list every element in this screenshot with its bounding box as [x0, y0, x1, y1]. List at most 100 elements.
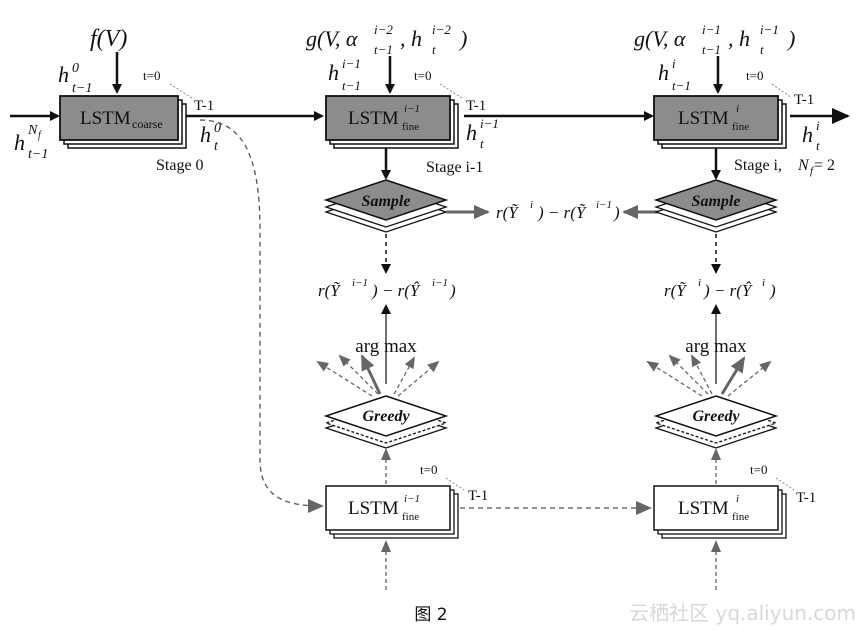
svg-text:i: i — [672, 56, 676, 71]
svg-text:) − r(Ŷ: ) − r(Ŷ — [371, 281, 421, 300]
stage-i-reward: r(Ỹ i ) − r(Ŷ i ) — [664, 277, 776, 300]
svg-text:h: h — [14, 130, 25, 155]
stage-i-lower-lstm-box — [653, 485, 779, 531]
stage0-input-label: f(V) — [90, 26, 127, 52]
stage-i1-argmax-label: arg max — [355, 336, 417, 357]
svg-text:f: f — [810, 165, 815, 177]
svg-text:Stage i,: Stage i, — [734, 157, 782, 174]
stage-i1-h-out: h i−1 t — [466, 116, 499, 151]
stage-i-fan-arrows — [646, 354, 772, 397]
svg-text:g(V, α: g(V, α — [306, 26, 358, 51]
svg-text:) − r(Ỹ: ) − r(Ỹ — [537, 203, 587, 222]
svg-text:0: 0 — [214, 121, 221, 136]
svg-text:): ) — [458, 26, 467, 51]
svg-text:h: h — [328, 60, 339, 85]
svg-text:t−1: t−1 — [28, 147, 48, 162]
svg-text:fine: fine — [402, 511, 419, 523]
svg-text:i: i — [762, 277, 765, 289]
stage-i1-fan-arrows — [316, 354, 440, 397]
stage-i-group: g(V, α i−1 t−1 , h i−1 t ) h i t−1 LSTM … — [634, 22, 835, 590]
svg-text:i−2: i−2 — [374, 22, 393, 37]
stage-i-t0-label: t=0 — [746, 68, 763, 83]
svg-text:LSTM: LSTM — [678, 108, 729, 129]
stage-i1-lower-lstm-box — [325, 485, 451, 531]
svg-text:i: i — [736, 103, 739, 115]
svg-text:t−1: t−1 — [342, 78, 361, 93]
stage-i1-reward: r(Ỹ i−1 ) − r(Ŷ i−1 ) — [318, 277, 456, 300]
svg-text:i−1: i−1 — [702, 22, 721, 37]
svg-text:, h: , h — [400, 26, 422, 51]
stage0-tT-label: T-1 — [194, 98, 214, 114]
svg-text:t−1: t−1 — [672, 78, 691, 93]
svg-text:i−1: i−1 — [404, 103, 420, 115]
svg-text:i−2: i−2 — [432, 22, 451, 37]
svg-text:t−1: t−1 — [702, 42, 721, 57]
stage-i1-group: g(V, α i−2 t−1 , h i−2 t ) h i−1 t−1 LST… — [306, 22, 499, 590]
stage-i-tT-label: T-1 — [794, 92, 814, 108]
svg-text:h: h — [466, 120, 477, 145]
stage0-h-out: h 0 t — [200, 121, 221, 154]
svg-text:N: N — [27, 123, 38, 138]
stage-i-lstm-label: LSTM i fine — [678, 103, 749, 133]
stage0-t0-label: t=0 — [143, 68, 160, 83]
dashed-stage0-to-lower — [199, 119, 324, 513]
stage-i1-t0-label: t=0 — [414, 68, 431, 83]
svg-text:) − r(Ŷ: ) − r(Ŷ — [703, 281, 753, 300]
stage-i1-t0-leader — [439, 83, 463, 99]
stage-i-t0-leader — [771, 83, 793, 99]
svg-text:i−1: i−1 — [404, 493, 420, 505]
svg-text:): ) — [613, 203, 620, 222]
stage-i-stage-label: Stage i, N f = 2 — [734, 157, 835, 177]
svg-text:LSTM: LSTM — [348, 108, 399, 129]
stage0-lstm-label: LSTM coarse — [80, 108, 163, 131]
svg-text:i: i — [530, 199, 533, 211]
svg-text:i−1: i−1 — [760, 22, 779, 37]
stage0-group: f(V) h 0 t−1 LSTM coarse t=0 T-1 h N f t… — [10, 26, 221, 174]
stage-i-lower-tT: T-1 — [796, 490, 816, 506]
svg-text:r(Ỹ: r(Ỹ — [664, 281, 687, 300]
svg-text:i: i — [736, 493, 739, 505]
svg-text:h: h — [200, 122, 211, 147]
svg-text:fine: fine — [402, 121, 419, 133]
svg-text:): ) — [769, 281, 776, 300]
svg-text:t−1: t−1 — [72, 81, 92, 96]
stage0-h-left: h N f t−1 — [14, 123, 48, 162]
stage-i-greedy-label: Greedy — [692, 408, 740, 425]
svg-text:i−1: i−1 — [432, 277, 448, 289]
stage0-lstm-box — [59, 95, 179, 141]
svg-text:t−1: t−1 — [374, 42, 393, 57]
svg-text:i−1: i−1 — [596, 199, 612, 211]
svg-text:h: h — [658, 60, 669, 85]
svg-text:0: 0 — [72, 61, 79, 76]
svg-text:= 2: = 2 — [814, 157, 835, 174]
svg-text:LSTM: LSTM — [678, 498, 729, 519]
svg-text:coarse: coarse — [132, 117, 163, 131]
svg-text:): ) — [449, 281, 456, 300]
stage-i-lstm-box — [653, 95, 779, 141]
stage0-h-top: h 0 t−1 — [58, 61, 92, 96]
svg-text:h: h — [58, 62, 69, 87]
svg-text:i−1: i−1 — [480, 116, 499, 131]
figure-caption: 图 2 — [414, 605, 447, 625]
stage-i1-greedy-label: Greedy — [362, 408, 410, 425]
stage-i1-lower-lstm-label: LSTM i−1 fine — [348, 493, 420, 523]
svg-text:, h: , h — [728, 26, 750, 51]
stage-i1-input-label: g(V, α i−2 t−1 , h i−2 t ) — [306, 22, 467, 57]
svg-text:r(Ỹ: r(Ỹ — [496, 203, 519, 222]
svg-text:fine: fine — [732, 511, 749, 523]
svg-text:i−1: i−1 — [352, 277, 368, 289]
stage-i-greedy-node: Greedy — [653, 395, 779, 449]
stage-i1-lower-tT: T-1 — [468, 488, 488, 504]
stage-i-input-label: g(V, α i−1 t−1 , h i−1 t ) — [634, 22, 795, 57]
svg-text:i: i — [816, 118, 820, 133]
stage-i-sample-node: Sample — [653, 179, 779, 233]
stage-i1-sample-label: Sample — [362, 193, 411, 210]
svg-text:t: t — [480, 136, 484, 151]
watermark: 云栖社区 yq.aliyun.com — [629, 601, 856, 625]
svg-text:N: N — [797, 157, 810, 174]
stage-i1-sample-node: Sample — [323, 179, 449, 233]
svg-text:i−1: i−1 — [342, 56, 361, 71]
svg-text:t: t — [760, 42, 764, 57]
stage-i1-tT-label: T-1 — [466, 98, 486, 114]
